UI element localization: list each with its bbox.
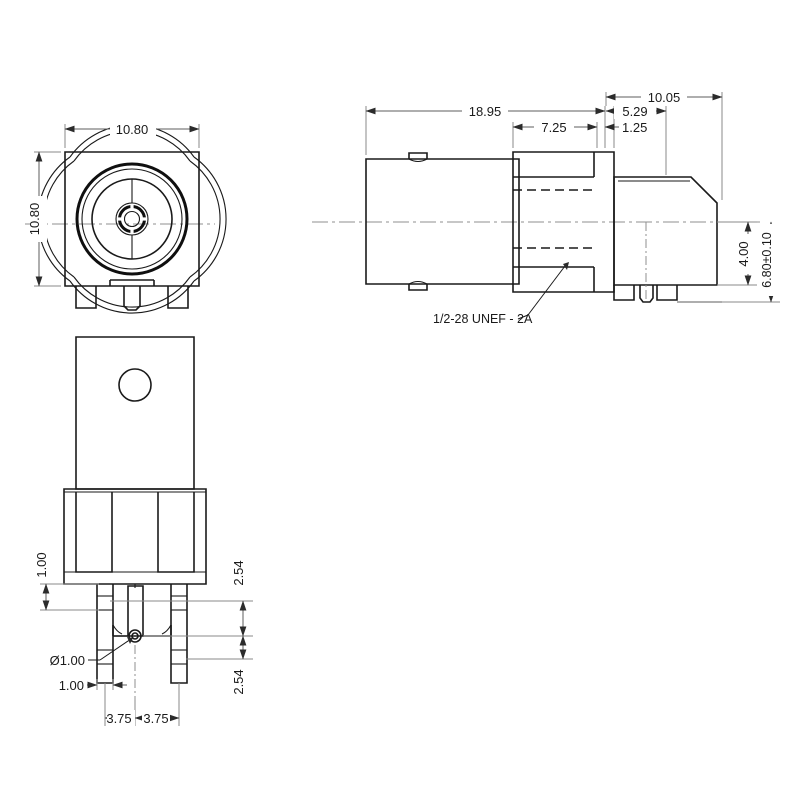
bottom-100w-dimension-label: 1.00 bbox=[59, 678, 84, 693]
thread-note-leader-tail bbox=[517, 314, 529, 320]
bottom-375a-dimension-label: 3.75 bbox=[106, 711, 131, 726]
side-bayonet-pin-bottom-curve bbox=[408, 280, 428, 285]
bottom-housing-hole bbox=[118, 368, 152, 402]
front-chamfer-arc-right-2 bbox=[189, 160, 221, 278]
thread-note-label: 1/2-28 UNEF - 2A bbox=[433, 312, 533, 326]
bottom-100t-label-bg bbox=[38, 547, 54, 583]
front-outer-ring-inner-edge bbox=[81, 168, 183, 270]
bottom-254b-label-bg bbox=[235, 662, 251, 702]
side-529-dimension-label: 5.29 bbox=[622, 104, 647, 119]
bottom-view: 1.00 Ø1.00 1.00 3.75 3.75 2.54 2.54 bbox=[34, 336, 253, 726]
dia-leader-line bbox=[99, 638, 132, 661]
front-chamfer-arc-right bbox=[193, 156, 227, 282]
bottom-100t-dimension-label: 1.00 bbox=[34, 552, 49, 577]
side-1895-dimension-label: 18.95 bbox=[469, 104, 502, 119]
bottom-pin-hole-inner bbox=[131, 632, 139, 640]
thread-note-leader-arrow bbox=[563, 262, 569, 270]
front-outer-ring bbox=[75, 162, 189, 276]
side-725-dimension-label: 7.25 bbox=[541, 120, 566, 135]
side-1005-label-bg bbox=[641, 89, 687, 105]
side-725-label-bg bbox=[534, 119, 574, 135]
side-view: 18.95 7.25 5.29 1.25 10.05 4.00 6.80±0.1 bbox=[312, 89, 780, 326]
bottom-tie-left-fillet bbox=[112, 624, 123, 635]
side-bayonet-pin-top bbox=[408, 152, 428, 159]
front-pin-right bbox=[167, 286, 189, 309]
bottom-375a-label-bg bbox=[107, 710, 135, 726]
thread-note-leader-line bbox=[527, 265, 566, 316]
side-400-label-bg bbox=[740, 234, 756, 274]
side-529-label-bg bbox=[614, 103, 656, 119]
side-housing-outline bbox=[613, 176, 718, 286]
front-width-label-bg bbox=[110, 121, 156, 137]
side-1005-dimension-label: 10.05 bbox=[648, 90, 681, 105]
front-center-contact-bore bbox=[123, 210, 141, 228]
bottom-pin-hole-outer bbox=[128, 629, 142, 643]
side-bayonet-pin-top-curve bbox=[408, 158, 428, 163]
bottom-tie-right-fillet bbox=[161, 624, 172, 635]
side-1895-label-bg bbox=[462, 103, 508, 119]
side-barrel-outline bbox=[365, 158, 520, 285]
front-height-dimension-label: 10.80 bbox=[27, 203, 42, 236]
dia-leader-arrow bbox=[127, 637, 133, 644]
bottom-375b-label-bg bbox=[142, 710, 170, 726]
front-height-label-bg bbox=[31, 196, 47, 242]
side-bayonet-pin-bottom bbox=[408, 284, 428, 291]
side-center-pin bbox=[639, 285, 654, 303]
front-body-outline bbox=[64, 151, 200, 287]
front-chamfer-arc-bottom bbox=[69, 280, 195, 314]
bottom-254a-label-bg bbox=[235, 553, 251, 593]
side-125-dimension-label: 1.25 bbox=[622, 120, 647, 135]
front-width-dimension-label: 10.80 bbox=[116, 122, 149, 137]
front-view: 10.80 10.80 bbox=[25, 121, 227, 314]
front-pin-center bbox=[123, 286, 141, 311]
bottom-375b-dimension-label: 3.75 bbox=[143, 711, 168, 726]
front-pin-left bbox=[75, 286, 97, 309]
dia-100-label: Ø1.00 bbox=[50, 653, 85, 668]
bottom-254a-dimension-label: 2.54 bbox=[231, 560, 246, 585]
side-680-dimension-label: 6.80±0.10 bbox=[760, 232, 774, 288]
side-foot-left bbox=[613, 285, 635, 301]
bottom-mid-body bbox=[63, 488, 207, 585]
side-foot-right bbox=[656, 285, 678, 301]
side-680-label-bg bbox=[763, 224, 779, 296]
front-chamfer-arc-bottom-2 bbox=[73, 276, 191, 308]
bottom-254b-dimension-label: 2.54 bbox=[231, 669, 246, 694]
side-400-dimension-label: 4.00 bbox=[736, 241, 751, 266]
